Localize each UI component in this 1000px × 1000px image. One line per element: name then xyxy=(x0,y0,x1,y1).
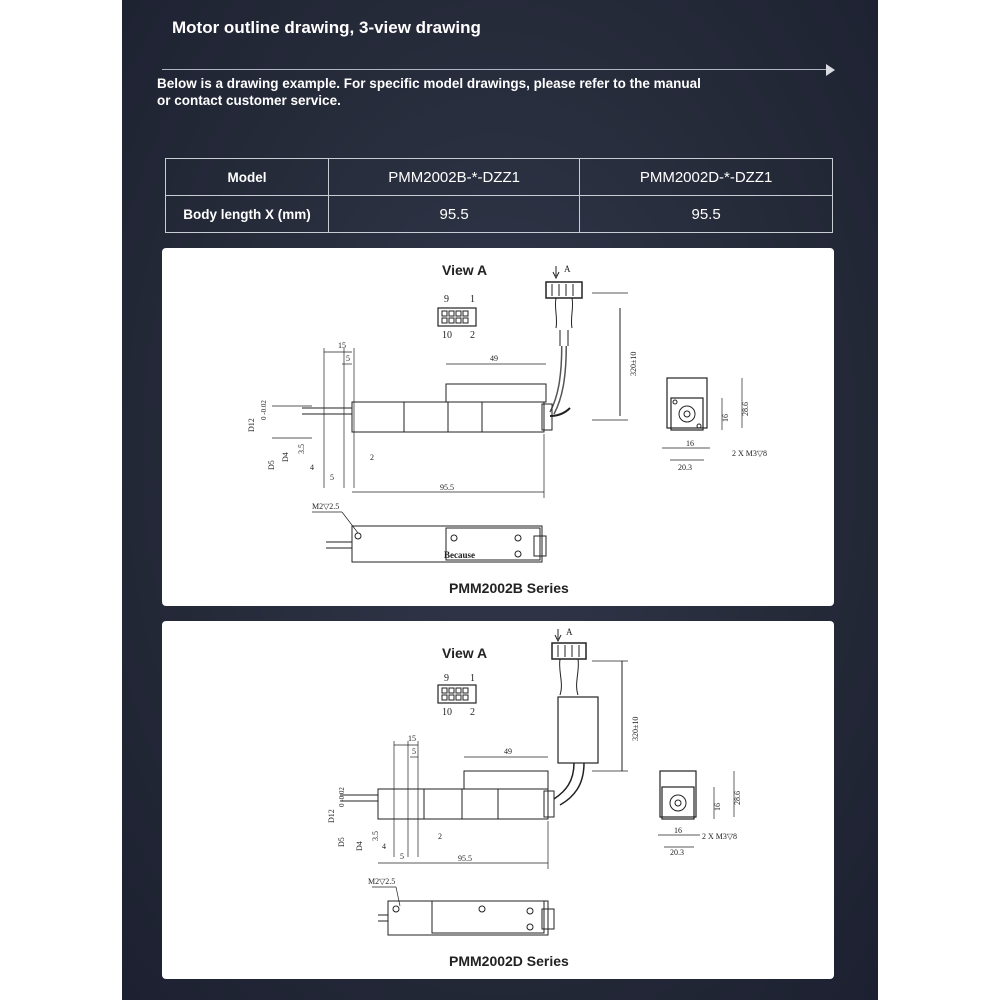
side-view-motor xyxy=(302,308,621,433)
dimension-label: 15 xyxy=(408,734,416,743)
page-title: Motor outline drawing, 3-view drawing xyxy=(172,18,481,37)
intro-text: Below is a drawing example. For specific… xyxy=(157,76,701,108)
dimension-lines xyxy=(378,660,628,869)
dimension-lines xyxy=(272,292,628,498)
table-row: Body length X (mm) 95.5 95.5 xyxy=(165,195,833,233)
view-a-label: View A xyxy=(442,645,488,661)
dimension-label: 20.3 xyxy=(670,848,684,857)
end-view-motor xyxy=(662,377,743,461)
row-header-body-length: Body length X (mm) xyxy=(165,195,329,233)
stamp-label: Because xyxy=(444,550,475,560)
dimension-label: 16 xyxy=(674,826,682,835)
dimension-label: M2▽2.5 xyxy=(368,877,395,886)
product-detail-page: Motor outline drawing, 3-view drawing Be… xyxy=(122,0,878,1000)
dimension-label: 3.5 xyxy=(297,444,306,454)
dimension-label: 28.6 xyxy=(741,402,750,416)
dimension-label: 5 xyxy=(330,473,334,482)
pin-label: 10 xyxy=(442,330,452,341)
drawing-panel-b: View A PMM2002B Series A 9 xyxy=(162,248,834,606)
dimension-label: 5 xyxy=(400,852,404,861)
motor-drawing-d: A 9 1 10 2 xyxy=(327,627,742,936)
motor-drawing-b: A 9 1 10 2 xyxy=(247,264,767,563)
dimension-label: 16 xyxy=(686,439,694,448)
dimension-label: 95.5 xyxy=(440,483,454,492)
dimension-label: 16 xyxy=(713,803,722,811)
pin-label: 10 xyxy=(442,707,452,718)
row-header-model: Model xyxy=(165,158,329,196)
dimension-label: D12 xyxy=(327,809,336,823)
dimension-label: 5 xyxy=(412,747,416,756)
dimension-label: 15 xyxy=(338,341,346,350)
pin-header-diagram xyxy=(437,307,477,327)
dimension-label: 0 -0.02 xyxy=(260,400,268,420)
table-cell: PMM2002B-*-DZZ1 xyxy=(327,158,581,196)
pin-label: 2 xyxy=(470,707,475,718)
arrow-right-icon xyxy=(826,64,835,76)
dimension-label: 49 xyxy=(490,354,498,363)
table-row: Model PMM2002B-*-DZZ1 PMM2002D-*-DZZ1 xyxy=(165,158,833,196)
dimension-label: 3.5 xyxy=(371,831,380,841)
dimension-label: D5 xyxy=(337,837,346,847)
dimension-label: 0 -0.02 xyxy=(338,787,346,807)
pin-label: 9 xyxy=(444,673,449,684)
dimension-label: 2 X M3▽8 xyxy=(732,449,767,458)
dimension-label: 320±10 xyxy=(629,352,638,376)
connector-diagram xyxy=(545,266,583,415)
dimension-label: 95.5 xyxy=(458,854,472,863)
dimension-label: 28.6 xyxy=(733,791,742,805)
dimension-label: D4 xyxy=(355,841,364,851)
arrow-label: A xyxy=(564,264,571,274)
end-view-motor xyxy=(658,770,735,848)
series-label: PMM2002D Series xyxy=(449,953,569,969)
view-a-label: View A xyxy=(442,262,488,278)
dimension-label: 16 xyxy=(721,414,730,422)
dimension-label: M2▽2.5 xyxy=(312,502,339,511)
bottom-view-motor xyxy=(312,511,547,563)
dimension-label: 2 X M3▽8 xyxy=(702,832,737,841)
drawing-panel-d: View A PMM2002D Series A 9 1 xyxy=(162,621,834,979)
spec-table: Model PMM2002B-*-DZZ1 PMM2002D-*-DZZ1 Bo… xyxy=(165,158,833,233)
dimension-label: 4 xyxy=(382,842,386,851)
pin-label: 1 xyxy=(470,673,475,684)
side-view-motor xyxy=(340,770,555,820)
dimension-label: 20.3 xyxy=(678,463,692,472)
table-cell: 95.5 xyxy=(327,195,581,233)
pin-label: 1 xyxy=(470,294,475,305)
pin-label: 2 xyxy=(470,330,475,341)
dimension-label: D4 xyxy=(281,452,290,462)
connector-diagram xyxy=(551,629,623,806)
dimension-label: 320±10 xyxy=(631,717,640,741)
dimension-label: 49 xyxy=(504,747,512,756)
table-cell: PMM2002D-*-DZZ1 xyxy=(579,158,833,196)
bottom-view-motor xyxy=(372,886,555,936)
dimension-label: D12 xyxy=(247,418,256,432)
table-cell: 95.5 xyxy=(579,195,833,233)
arrow-label: A xyxy=(566,627,573,637)
pin-header-diagram xyxy=(437,684,477,704)
header-divider-arrow xyxy=(162,69,830,70)
dimension-label: 4 xyxy=(310,463,314,472)
pin-label: 9 xyxy=(444,294,449,305)
dimension-label: 2 xyxy=(438,832,442,841)
dimension-label: D5 xyxy=(267,460,276,470)
dimension-label: 2 xyxy=(370,453,374,462)
series-label: PMM2002B Series xyxy=(449,580,569,596)
dimension-label: 5 xyxy=(346,354,350,363)
